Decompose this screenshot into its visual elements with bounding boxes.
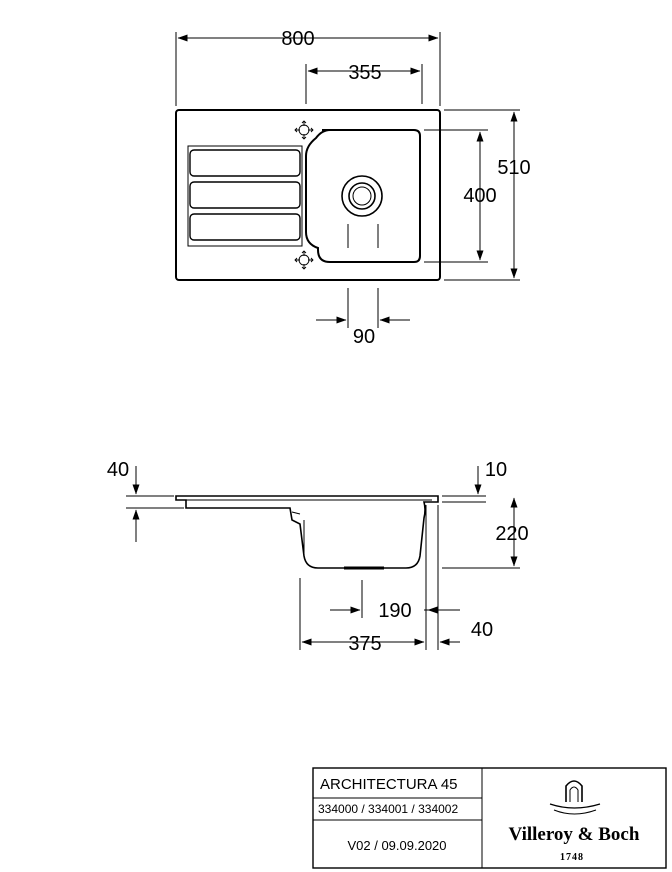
dim-label-800: 800 (281, 28, 314, 50)
sink-outline (175, 109, 441, 281)
dim-label-375: 375 (348, 633, 381, 655)
brand-year: 1748 (560, 852, 584, 863)
dim-label-220: 220 (495, 523, 528, 545)
drainer-ribs (187, 145, 303, 247)
side-profile-inner (180, 499, 432, 556)
top-view (175, 109, 441, 281)
brand-logo: Villeroy & Boch 1748 (509, 780, 640, 863)
drainer-rib (189, 213, 301, 241)
product-codes: 334000 / 334001 / 334002 (318, 802, 458, 816)
tap-hole-icon (294, 120, 314, 140)
side-profile-outline (175, 495, 439, 569)
dim-label-510: 510 (497, 157, 530, 179)
product-name: ARCHITECTURA 45 (320, 776, 458, 793)
top-view-dimensions (175, 32, 520, 328)
brand-name: Villeroy & Boch (509, 824, 640, 845)
dim-label-10: 10 (485, 459, 507, 481)
bowl-outline (305, 129, 421, 263)
version-date: V02 / 09.09.2020 (347, 838, 446, 853)
drainer-rib (189, 149, 301, 177)
side-view-dimensions (126, 466, 520, 650)
title-block (312, 767, 667, 869)
drainer-recess (187, 145, 303, 247)
side-view (175, 495, 439, 570)
drain-inner-ring (348, 182, 376, 210)
dim-label-90: 90 (353, 326, 375, 348)
drain-core (352, 186, 372, 206)
drain-outer-ring (341, 175, 383, 217)
dim-label-355: 355 (348, 62, 381, 84)
drainer-rib (189, 181, 301, 209)
dim-label-190: 190 (378, 600, 411, 622)
dim-label-40-left: 40 (107, 459, 129, 481)
tap-hole-icon (294, 250, 314, 270)
castle-gate-icon (549, 780, 601, 815)
dim-label-400: 400 (463, 185, 496, 207)
dim-label-40-right: 40 (471, 619, 493, 641)
